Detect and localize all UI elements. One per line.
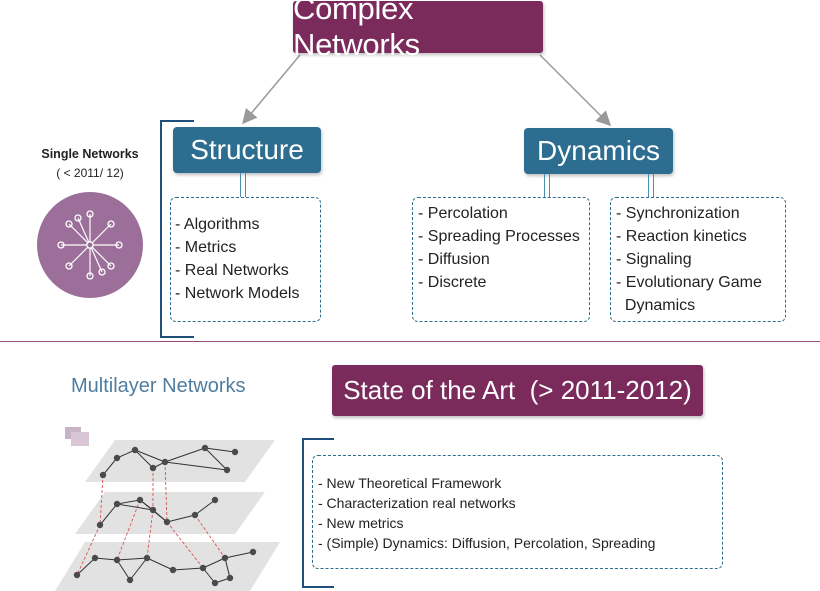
multilayer-network-graphic <box>55 427 280 591</box>
list-item: - Characterization real networks <box>318 495 516 511</box>
structure-connector <box>240 173 246 198</box>
dynamics-right-list-box: - Synchronization - Reaction kinetics - … <box>610 197 786 322</box>
page-title: Complex Networks <box>293 0 420 62</box>
single-networks-date: ( < 2011/ 12) <box>40 166 140 180</box>
list-item: - Reaction kinetics <box>616 228 747 245</box>
state-of-art-box: State of the Art (> 2011-2012) <box>332 365 703 416</box>
list-item: - Evolutionary Game <box>616 274 762 291</box>
list-item: - Spreading Processes <box>418 228 580 245</box>
list-item: - Metrics <box>175 239 237 256</box>
list-item: - Diffusion <box>418 251 490 268</box>
dynamics-left-list-box: - Percolation - Spreading Processes - Di… <box>412 197 590 322</box>
list-item: - Algorithms <box>175 216 260 233</box>
list-item: - New Theoretical Framework <box>318 475 502 491</box>
dynamics-left-list: - Percolation - Spreading Processes - Di… <box>418 202 589 294</box>
dynamics-connector-left <box>544 174 550 197</box>
network-circle-icon <box>37 192 143 298</box>
list-item: - Percolation <box>418 205 508 222</box>
list-item: - New metrics <box>318 515 404 531</box>
dynamics-right-list: - Synchronization - Reaction kinetics - … <box>616 202 785 317</box>
title-box: Complex Networks <box>293 0 543 62</box>
dynamics-box: Dynamics <box>524 128 673 174</box>
section-divider <box>0 341 820 342</box>
single-networks-date-text: ( < 2011/ 12) <box>56 166 124 180</box>
state-of-art-list-box: - New Theoretical Framework - Characteri… <box>312 455 723 569</box>
state-of-art-label: State of the Art (> 2011-2012) <box>343 375 692 405</box>
structure-list-box: - Algorithms - Metrics - Real Networks -… <box>170 197 321 322</box>
arrow-to-dynamics <box>539 54 612 127</box>
list-item: - (Simple) Dynamics: Diffusion, Percolat… <box>318 535 656 551</box>
list-item: - Signaling <box>616 251 692 268</box>
multilayer-label: Multilayer Networks <box>71 375 246 397</box>
dynamics-label: Dynamics <box>537 135 660 166</box>
state-of-art-bracket <box>302 438 334 588</box>
list-item: Dynamics <box>616 297 696 314</box>
structure-list: - Algorithms - Metrics - Real Networks -… <box>175 213 320 305</box>
structure-box: Structure <box>173 127 321 173</box>
multilayer-title: Multilayer Networks <box>71 375 245 398</box>
list-item: - Synchronization <box>616 205 740 222</box>
single-networks-label: Single Networks <box>40 147 140 161</box>
dynamics-connector-right <box>648 174 654 197</box>
single-networks-title: Single Networks <box>41 147 139 161</box>
list-item: - Real Networks <box>175 262 289 279</box>
list-item: - Network Models <box>175 285 300 302</box>
structure-label: Structure <box>190 134 304 165</box>
arrow-to-structure <box>242 54 301 125</box>
list-item: - Discrete <box>418 274 487 291</box>
single-networks-bracket <box>160 120 194 338</box>
state-of-art-list: - New Theoretical Framework - Characteri… <box>318 473 722 553</box>
